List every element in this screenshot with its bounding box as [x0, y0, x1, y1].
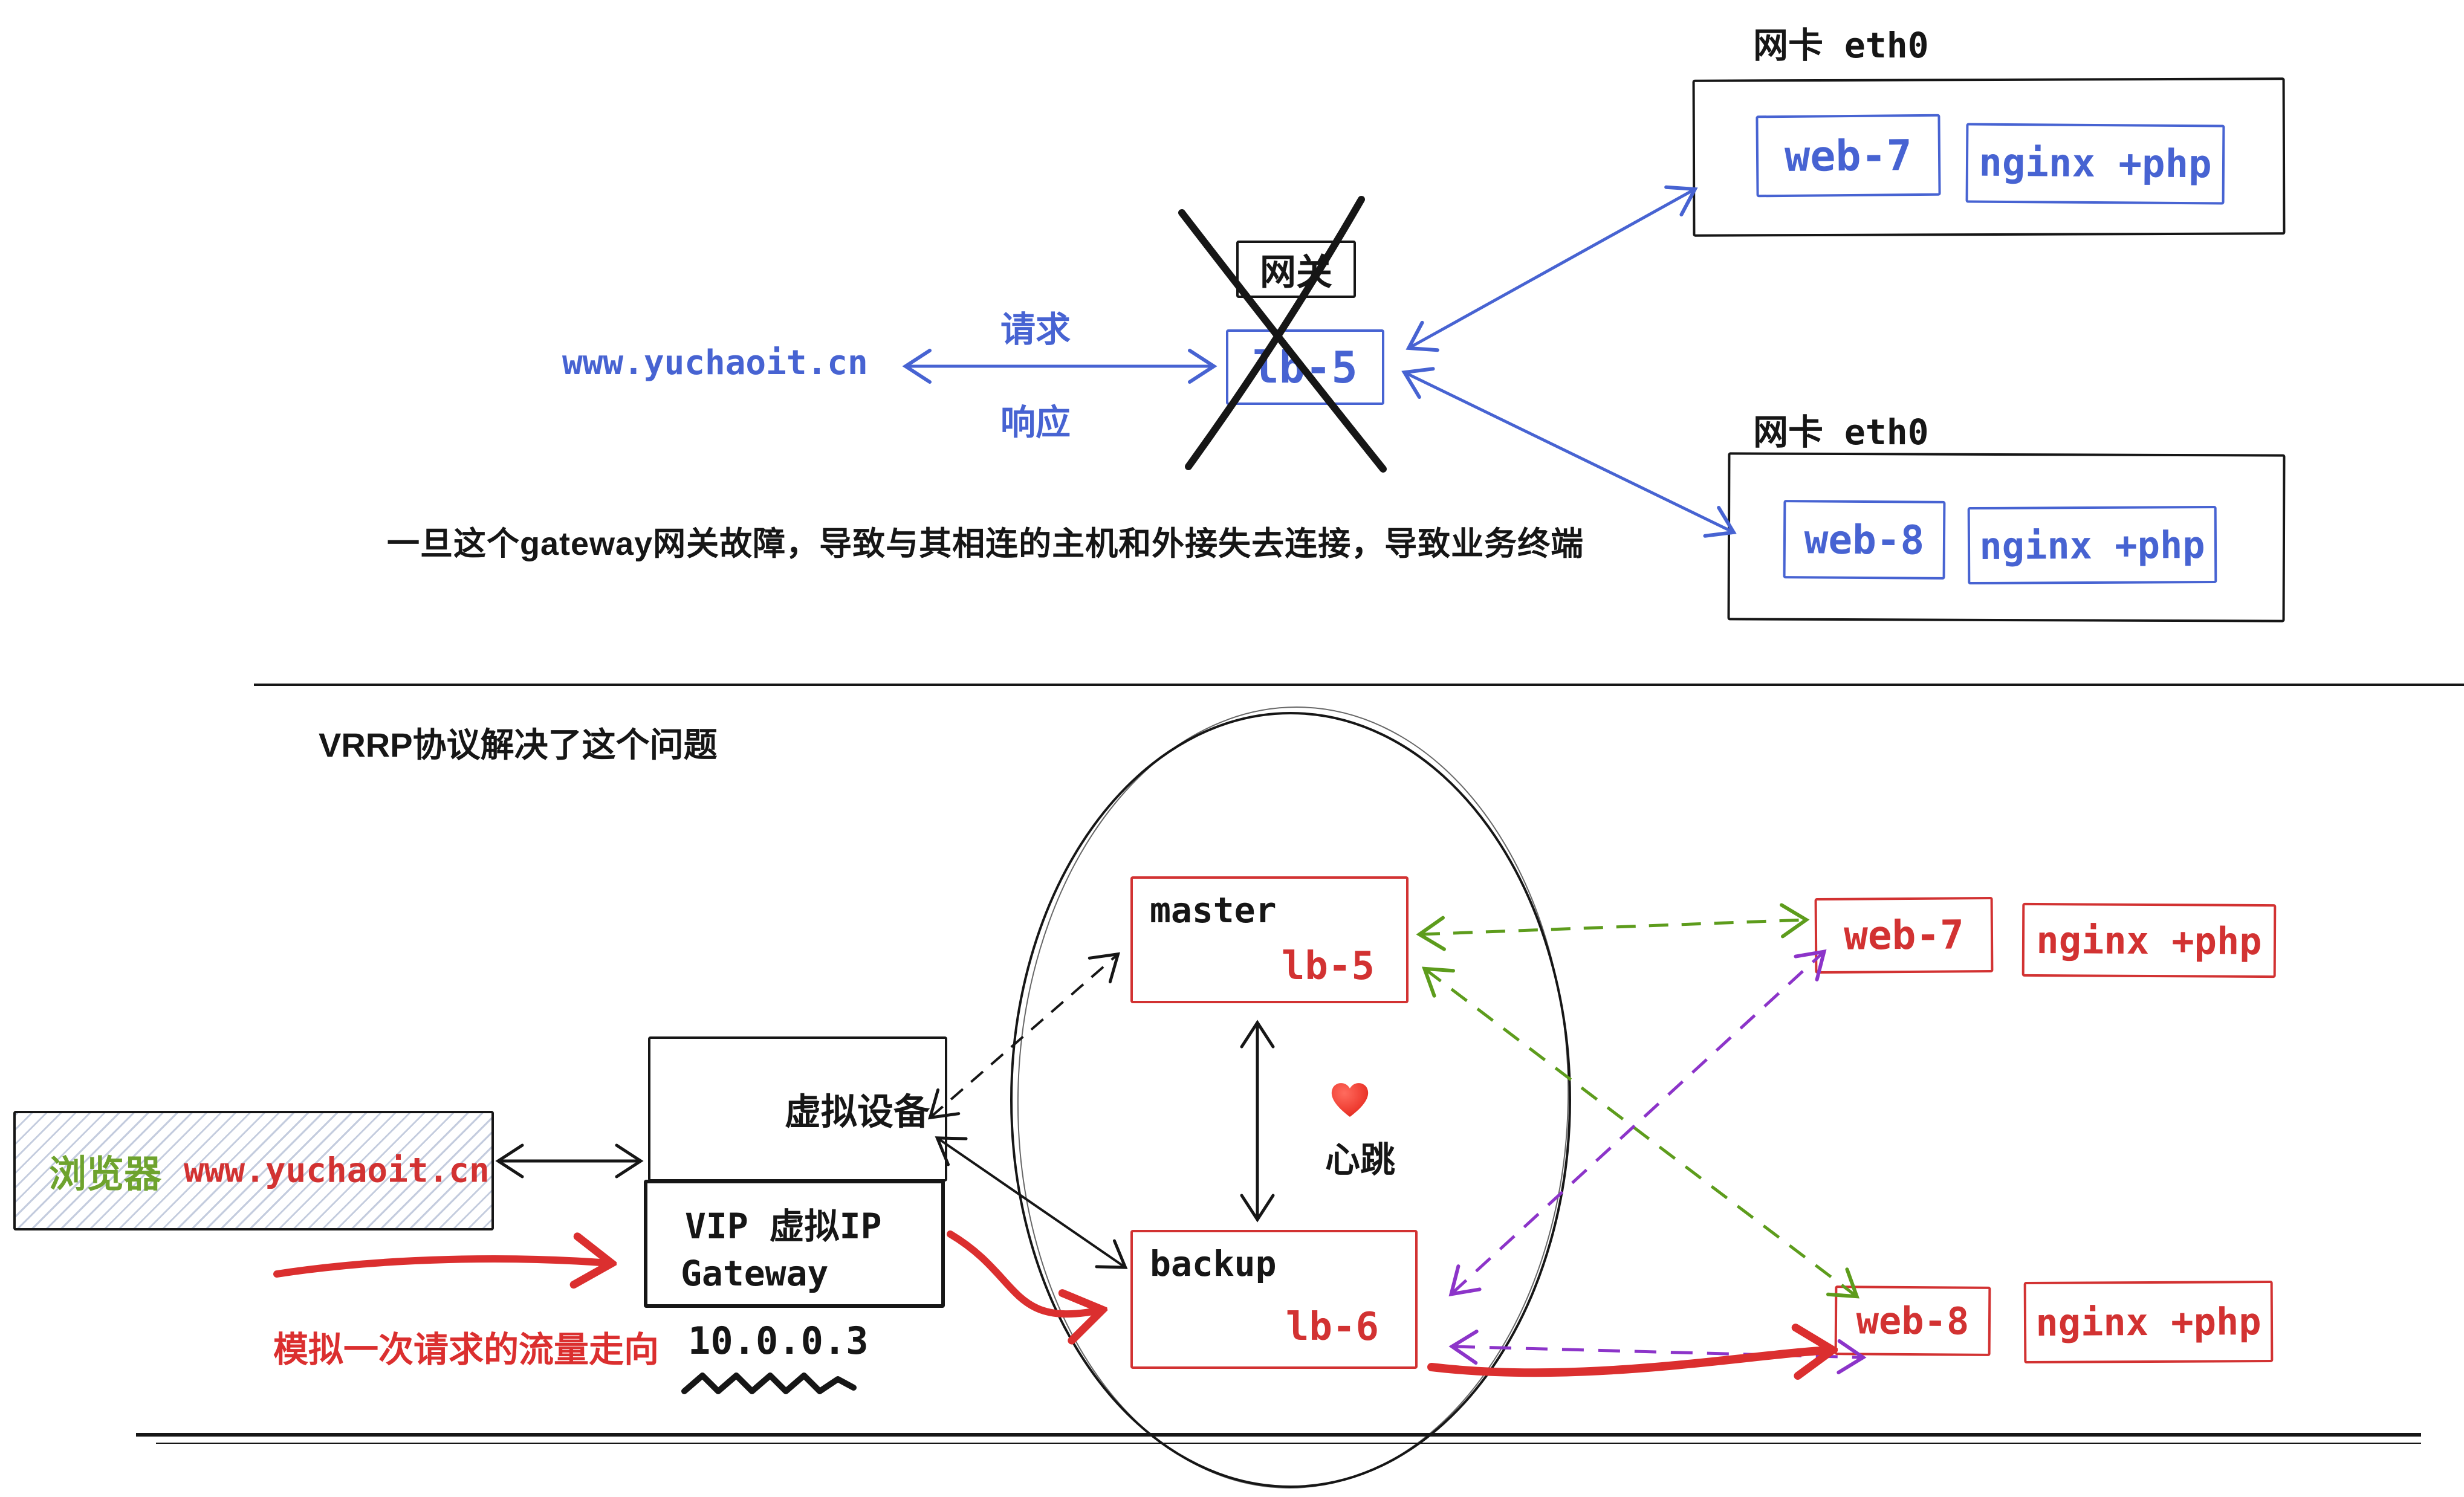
gateway-box: 网关	[1236, 241, 1356, 298]
arrow-master-web7	[1416, 903, 1810, 951]
stack8-node-bottom: nginx +php	[2023, 1280, 2274, 1364]
vip-ip-label: 10.0.0.3	[688, 1319, 869, 1363]
browser-box: 浏览器 www.yuchaoit.cn	[13, 1111, 494, 1230]
web8-node-bottom: web-8	[1834, 1285, 1991, 1356]
virtual-device-box: 虚拟设备	[648, 1036, 947, 1182]
flow-browser-to-vip	[273, 1259, 609, 1274]
lb5-box-top-label: lb-5	[1253, 341, 1358, 393]
web8-node-top-label: web-8	[1804, 516, 1925, 564]
master-role-label: master	[1150, 890, 1277, 931]
stack2-node-top: nginx +php	[1967, 505, 2217, 585]
stack7-node-bottom: nginx +php	[2021, 902, 2277, 978]
arrow-master-web8	[1422, 966, 1859, 1299]
backup-box: backup lb-6	[1130, 1230, 1418, 1369]
arrow-vdevice-master	[928, 952, 1120, 1120]
web7-node-top-label: web-7	[1784, 130, 1913, 181]
web7-node-bottom-label: web-7	[1843, 911, 1965, 959]
arrow-lb5-web8	[1401, 367, 1737, 538]
nic1-label: 网卡 eth0	[1753, 25, 1929, 66]
vrrp-group-ellipse	[1010, 712, 1571, 1488]
stack1-node-top: nginx +php	[1965, 123, 2225, 205]
heart-icon	[1329, 1079, 1371, 1122]
stack1-node-top-label: nginx +php	[1979, 140, 2212, 187]
web7-node-top: web-7	[1756, 114, 1941, 198]
backup-role-label: backup	[1150, 1243, 1277, 1284]
gateway-label: 网关	[1260, 252, 1332, 293]
vip-line1: VIP 虚拟IP	[685, 1206, 882, 1247]
lb5-box-top: lb-5	[1226, 329, 1384, 405]
web8-node-top: web-8	[1783, 500, 1946, 580]
vrrp-title: VRRP协议解决了这个问题	[319, 726, 718, 764]
flow-backup-to-web8	[1427, 1350, 1830, 1373]
arrow-vdevice-backup	[935, 1136, 1128, 1269]
vip-line2: Gateway	[681, 1253, 829, 1294]
virtual-device-label: 虚拟设备	[785, 1091, 930, 1133]
master-box: master lb-5	[1130, 876, 1409, 1003]
browser-domain-label: www.yuchaoit.cn	[184, 1151, 490, 1191]
backup-name-label: lb-6	[1285, 1305, 1379, 1350]
arrow-backup-web8	[1448, 1330, 1867, 1374]
web7-node-bottom: web-7	[1814, 896, 1994, 974]
heartbeat-label: 心跳	[1325, 1140, 1396, 1180]
stack8-node-bottom-label: nginx +php	[2035, 1299, 2261, 1345]
arrow-lb5-web7	[1405, 185, 1698, 352]
arrow-backup-web7	[1448, 949, 1827, 1297]
flow-label: 模拟一次请求的流量走向	[273, 1330, 660, 1369]
stack2-node-top-label: nginx +php	[1979, 522, 2205, 568]
request-label: 请求	[1000, 310, 1071, 349]
vip-ip-underline	[681, 1373, 857, 1394]
vrrp-group-ellipse-sketch	[1017, 706, 1569, 1489]
client-domain-top: www.yuchaoit.cn	[562, 343, 868, 383]
browser-label: 浏览器	[49, 1154, 162, 1195]
vip-gateway-box: VIP 虚拟IP Gateway	[644, 1180, 945, 1308]
response-label: 响应	[1000, 403, 1071, 442]
flow-vip-to-backup	[947, 1230, 1100, 1314]
stack7-node-bottom-label: nginx +php	[2036, 917, 2262, 963]
web8-node-bottom-label: web-8	[1856, 1298, 1970, 1343]
master-name-label: lb-5	[1281, 944, 1375, 989]
failure-caption: 一旦这个gateway网关故障，导致与其相连的主机和外接失去连接，导致业务终端	[387, 526, 1584, 562]
nic2-label: 网卡 eth0	[1753, 412, 1929, 453]
